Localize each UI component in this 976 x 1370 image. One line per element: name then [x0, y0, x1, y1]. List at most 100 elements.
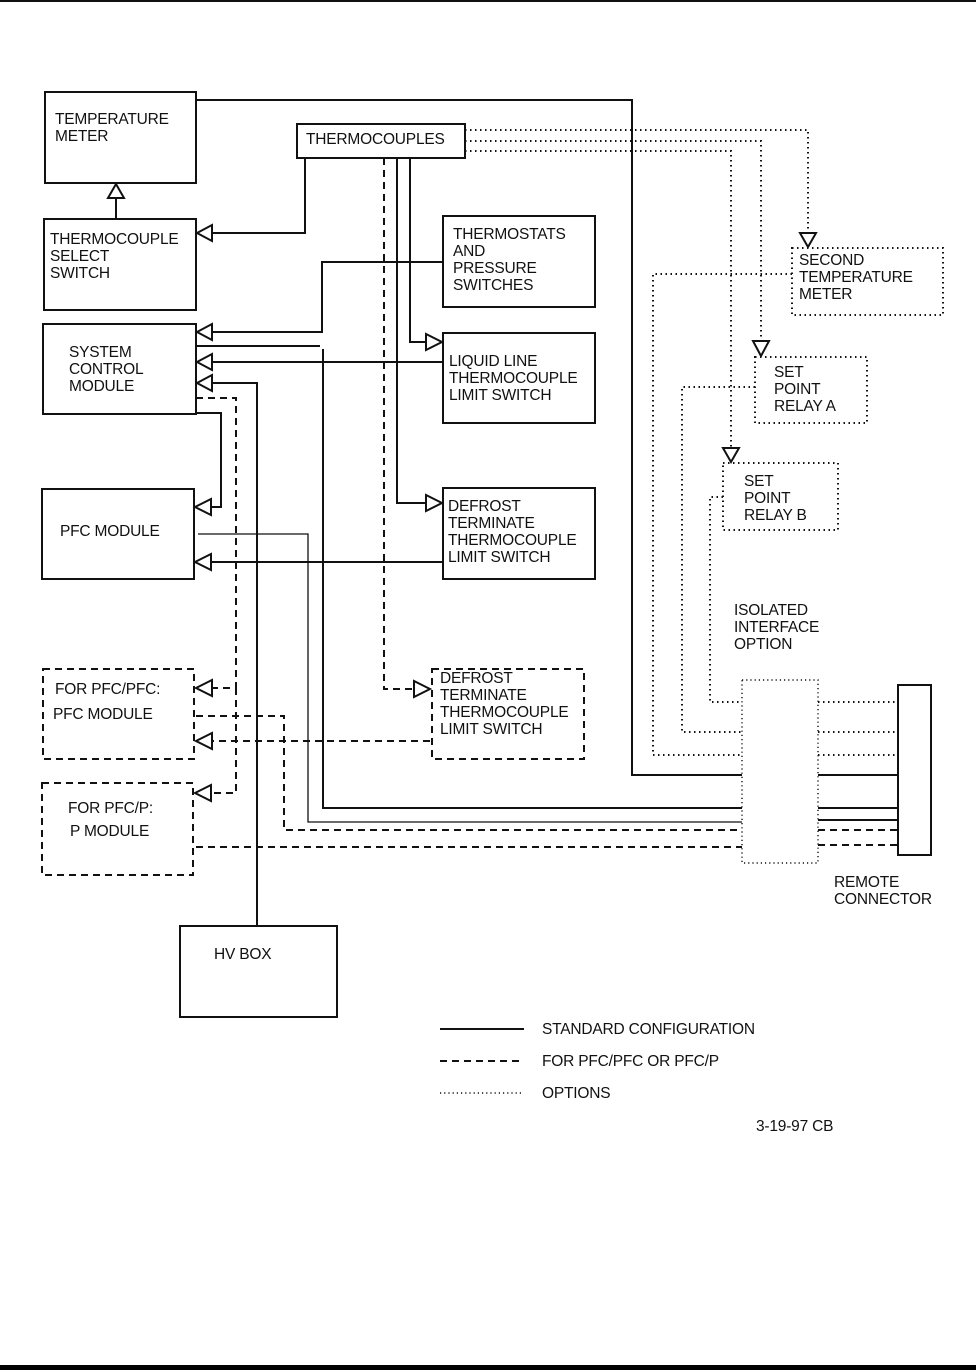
block-pfc-module: PFC MODULE — [41, 488, 195, 580]
wire-thermocouples-to-relay-b — [465, 150, 732, 447]
label-line: DEFROST — [440, 670, 513, 687]
svg-text:THERMOCOUPLE: THERMOCOUPLE — [50, 231, 179, 248]
legend-item-pfc: FOR PFC/PFC OR PFC/P — [440, 1053, 719, 1070]
svg-text:SET: SET — [774, 364, 804, 381]
svg-text:LIMIT SWITCH: LIMIT SWITCH — [449, 387, 551, 404]
arrow-left-icon — [193, 678, 213, 698]
arrow-down-icon — [751, 340, 771, 359]
svg-text:LIMIT SWITCH: LIMIT SWITCH — [448, 549, 550, 566]
svg-text:SYSTEM: SYSTEM — [69, 344, 132, 361]
svg-text:P MODULE: P MODULE — [70, 823, 149, 840]
svg-text:METER: METER — [799, 286, 852, 303]
block-set-point-relay-a: SET POINT RELAY A — [754, 356, 868, 424]
label-line: P MODULE — [70, 823, 149, 840]
wire-relay-b-to-interface — [709, 496, 742, 703]
svg-text:RELAY B: RELAY B — [744, 507, 807, 524]
arrow-left-icon — [194, 352, 213, 372]
label-line: HV BOX — [214, 946, 272, 963]
arrow-up-icon — [106, 181, 126, 199]
wire-temp-meter-to-remote — [196, 99, 742, 776]
label-line: INTERFACE — [734, 619, 819, 636]
label-line: THERMOSTATS — [453, 226, 566, 243]
arrow-right-icon — [425, 493, 445, 513]
svg-text:THERMOSTATS: THERMOSTATS — [453, 226, 566, 243]
label-line: LIMIT SWITCH — [440, 721, 542, 738]
legend-label: STANDARD CONFIGURATION — [542, 1021, 755, 1038]
label-line: SWITCH — [50, 265, 110, 282]
label-line: SWITCHES — [453, 277, 533, 294]
label-line: SET — [744, 473, 774, 490]
svg-text:METER: METER — [55, 128, 108, 145]
label-line: TERMINATE — [448, 515, 535, 532]
block-thermocouple-select-switch: THERMOCOUPLE SELECT SWITCH — [43, 218, 197, 311]
label-line: LIMIT SWITCH — [448, 549, 550, 566]
svg-text:AND: AND — [453, 243, 485, 260]
wire-thermostats-to-scm — [212, 261, 443, 333]
arrowheads — [106, 181, 818, 803]
label-isolated-interface-option: ISOLATED INTERFACE OPTION — [734, 602, 819, 653]
svg-text:THERMOCOUPLE: THERMOCOUPLE — [440, 704, 569, 721]
block-second-temperature-meter: SECOND TEMPERATURE METER — [791, 247, 944, 316]
legend-item-options: OPTIONS — [440, 1085, 611, 1102]
label-line: POINT — [744, 490, 791, 507]
svg-text:INTERFACE: INTERFACE — [734, 619, 819, 636]
wire-pfc-pfc-to-remote — [196, 715, 742, 831]
block-defrost-terminate-limit-switch: DEFROST TERMINATE THERMOCOUPLE LIMIT SWI… — [442, 487, 596, 580]
block-liquid-line-limit-switch: LIQUID LINE THERMOCOUPLE LIMIT SWITCH — [442, 332, 596, 424]
svg-text:CONNECTOR: CONNECTOR — [834, 891, 932, 908]
label-line: REMOTE — [834, 874, 899, 891]
label-line: THERMOCOUPLES — [306, 131, 445, 148]
arrow-right-icon — [425, 332, 445, 352]
arrow-left-icon — [194, 373, 213, 393]
label-line: RELAY B — [744, 507, 807, 524]
wire-thermocouples-to-relay-a — [465, 140, 762, 340]
label-line: SECOND — [799, 252, 864, 269]
label-line: LIMIT SWITCH — [449, 387, 551, 404]
wire-thermocouples-to-second-meter — [465, 129, 809, 232]
label-line: RELAY A — [774, 398, 837, 415]
legend-item-standard: STANDARD CONFIGURATION — [440, 1021, 755, 1038]
svg-text:POINT: POINT — [774, 381, 821, 398]
label-line: METER — [799, 286, 852, 303]
svg-text:MODULE: MODULE — [69, 378, 134, 395]
svg-text:REMOTE: REMOTE — [834, 874, 899, 891]
wires — [115, 99, 898, 927]
svg-text:PFC MODULE: PFC MODULE — [53, 706, 153, 723]
wire-thermocouples-to-liquid-line — [409, 158, 426, 343]
svg-text:OPTION: OPTION — [734, 636, 792, 653]
top-rule — [0, 0, 976, 2]
wire-thermocouples-to-defrost — [396, 158, 426, 504]
label-line: CONTROL — [69, 361, 144, 378]
arrow-right-icon — [413, 679, 433, 699]
footer-code-text: 3-19-97 CB — [756, 1118, 833, 1135]
block-pfc-p-module: FOR PFC/P: P MODULE — [41, 782, 194, 876]
svg-text:SET: SET — [744, 473, 774, 490]
svg-text:STANDARD CONFIGURATION: STANDARD CONFIGURATION — [542, 1021, 755, 1038]
block-pfc-pfc-module: FOR PFC/PFC: PFC MODULE — [42, 668, 195, 760]
arrow-down-icon — [721, 447, 741, 465]
svg-text:THERMOCOUPLES: THERMOCOUPLES — [306, 131, 445, 148]
svg-text:TERMINATE: TERMINATE — [440, 687, 527, 704]
arrow-left-icon — [192, 783, 212, 803]
label-line: FOR PFC/P: — [68, 800, 153, 817]
label-line: THERMOCOUPLE — [50, 231, 179, 248]
label-line: PRESSURE — [453, 260, 537, 277]
arrow-left-icon — [192, 497, 212, 517]
label-line: TERMINATE — [440, 687, 527, 704]
svg-text:THERMOCOUPLE: THERMOCOUPLE — [448, 532, 577, 549]
block-hv-box: HV BOX — [179, 925, 338, 1018]
wire-thermocouples-to-opt-defrost — [383, 158, 413, 690]
footer-code: 3-19-97 CB — [756, 1118, 833, 1135]
label-line: OPTION — [734, 636, 792, 653]
arrow-left-icon — [192, 552, 212, 572]
svg-text:TEMPERATURE: TEMPERATURE — [799, 269, 913, 286]
svg-text:THERMOCOUPLE: THERMOCOUPLE — [449, 370, 578, 387]
svg-text:SELECT: SELECT — [50, 248, 110, 265]
label-line: AND — [453, 243, 485, 260]
block-thermostats-pressure-switches: THERMOSTATS AND PRESSURE SWITCHES — [442, 215, 596, 308]
label-line: SYSTEM — [69, 344, 132, 361]
block-remote-connector: REMOTE CONNECTOR — [834, 684, 932, 908]
block-temperature-meter: TEMPERATURE METER — [44, 91, 197, 184]
svg-text:FOR PFC/PFC OR PFC/P: FOR PFC/PFC OR PFC/P — [542, 1053, 719, 1070]
